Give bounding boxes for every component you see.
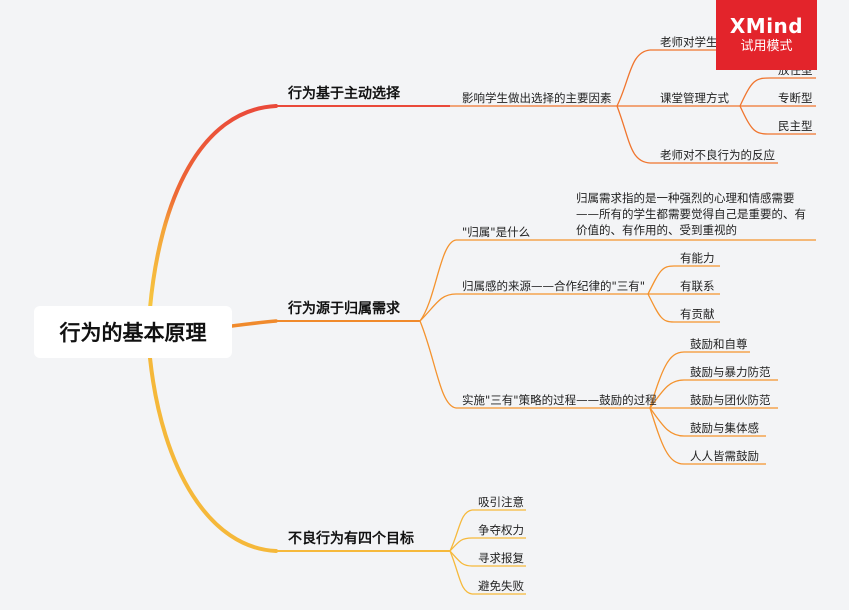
leaf-everyone-needs-encouragement[interactable]: 人人皆需鼓励 (690, 449, 759, 463)
leaf-democratic[interactable]: 民主型 (778, 119, 813, 133)
xmind-logo-text: XMind (729, 14, 804, 38)
root-topic[interactable]: 行为的基本原理 (34, 306, 232, 358)
leaf-autocratic[interactable]: 专断型 (778, 91, 813, 105)
subtopic-influencing-factors[interactable]: 影响学生做出选择的主要因素 (462, 91, 612, 105)
subtopic-source-of-belonging[interactable]: 归属感的来源——合作纪律的"三有" (462, 279, 646, 293)
note-belonging-definition[interactable]: 归属需求指的是一种强烈的心理和情感需要——所有的学生都需要觉得自己是重要的、有价… (576, 191, 806, 237)
subtopic-encouragement-process[interactable]: 实施"三有"策略的过程——鼓励的过程 (462, 393, 657, 407)
subtopic-teacher-to-student[interactable]: 老师对学生的 (660, 35, 729, 49)
leaf-contribute[interactable]: 有贡献 (680, 307, 715, 321)
subtopic-classroom-management[interactable]: 课堂管理方式 (660, 91, 729, 105)
xmind-trial-badge: XMind 试用模式 (716, 0, 817, 70)
leaf-encourage-gang-prevention[interactable]: 鼓励与团伙防范 (690, 393, 771, 407)
leaf-capable[interactable]: 有能力 (680, 251, 715, 265)
main-topic-active-choice[interactable]: 行为基于主动选择 (288, 86, 400, 102)
leaf-encourage-violence-prevention[interactable]: 鼓励与暴力防范 (690, 365, 771, 379)
leaf-attention[interactable]: 吸引注意 (478, 495, 524, 509)
subtopic-teacher-reaction[interactable]: 老师对不良行为的反应 (660, 148, 775, 162)
trial-mode-label: 试用模式 (740, 39, 793, 54)
leaf-power[interactable]: 争夺权力 (478, 523, 524, 537)
main-topic-belonging-need[interactable]: 行为源于归属需求 (288, 301, 400, 317)
leaf-revenge[interactable]: 寻求报复 (478, 551, 524, 565)
leaf-encourage-self-esteem[interactable]: 鼓励和自尊 (690, 337, 748, 351)
main-topic-four-goals[interactable]: 不良行为有四个目标 (288, 531, 414, 547)
leaf-avoid-failure[interactable]: 避免失败 (478, 579, 524, 593)
leaf-encourage-community[interactable]: 鼓励与集体感 (690, 421, 759, 435)
subtopic-what-is-belonging[interactable]: "归属"是什么 (462, 225, 531, 239)
leaf-connected[interactable]: 有联系 (680, 279, 715, 293)
